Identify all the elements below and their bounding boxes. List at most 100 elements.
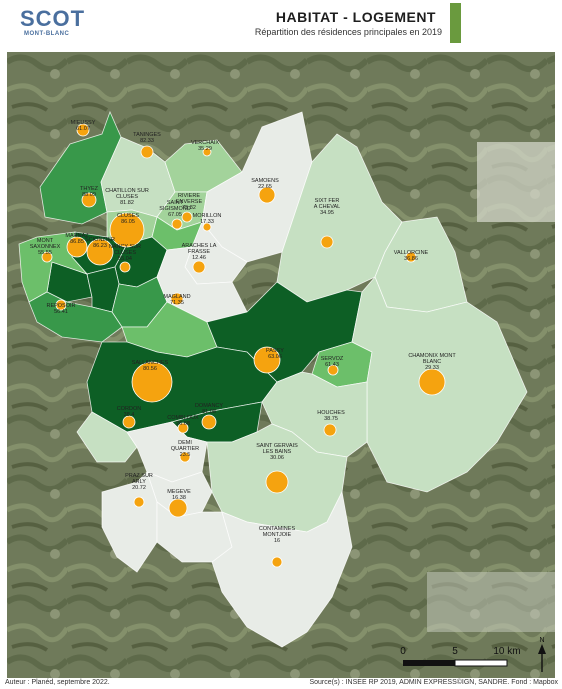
logo-subtitle: MONT-BLANC	[24, 31, 70, 37]
bubble-morillon[interactable]	[202, 222, 212, 232]
value-mont-saxonnex: 55.55	[38, 250, 52, 256]
bubble-magland[interactable]	[170, 292, 184, 306]
bubble-samoens[interactable]	[258, 186, 276, 204]
value-contamines-montjoie: 16	[274, 538, 280, 544]
bubble-saint-sigismond[interactable]	[171, 218, 183, 230]
scot-logo: SCOT MONT-BLANC	[14, 6, 94, 44]
bubble-sixt-fer-a-cheval[interactable]	[320, 235, 334, 249]
scale-bar: 0 5 10 km	[400, 646, 521, 667]
value-megeve: 16.38	[172, 495, 186, 501]
bubble-combloux[interactable]	[177, 422, 189, 434]
bubble-scionzier[interactable]	[86, 238, 114, 266]
bubble-vallorcine[interactable]	[405, 251, 417, 263]
bubbles-layer	[41, 123, 446, 568]
bubble-verchaix[interactable]	[202, 147, 212, 157]
value-magland: 71.35	[170, 300, 184, 306]
map-subtitle: Répartition des résidences principales e…	[254, 27, 442, 37]
scale-label-5: 5	[452, 646, 458, 657]
value-riviere-enverse: 75.82	[182, 205, 196, 211]
bubble-riviere-enverse[interactable]	[181, 211, 193, 223]
value-mieussy: 61.07	[76, 126, 90, 132]
bubble-saint-gervais-les-bains[interactable]	[265, 470, 289, 494]
value-taninges: 82.33	[140, 138, 154, 144]
commune-reposoir[interactable]	[28, 291, 123, 343]
footer-author: Auteur : Planéd, septembre 2022.	[5, 679, 110, 686]
value-sixt-fer-a-cheval: 34.95	[320, 210, 334, 216]
bubble-reposoir[interactable]	[55, 299, 67, 311]
bubble-passy[interactable]	[253, 346, 281, 374]
value-verchaix: 35.29	[198, 146, 212, 152]
value-domancy: 81.08	[202, 409, 216, 415]
scale-label-10: 10 km	[493, 646, 520, 657]
bubble-demi-quartier[interactable]	[179, 451, 191, 463]
bubble-megeve[interactable]	[168, 498, 188, 518]
scale-label-0: 0	[400, 646, 406, 657]
value-demi-quartier: 23.5	[180, 452, 191, 458]
bubble-praz-sur-arly[interactable]	[133, 496, 145, 508]
map-title: HABITAT - LOGEMENT	[275, 9, 436, 25]
commune-contamines-montjoie[interactable]	[211, 490, 353, 648]
bubble-cluses[interactable]	[109, 212, 145, 248]
value-vallorcine: 36.86	[404, 256, 418, 262]
value-nancy-sur-cluses: 55.04	[118, 256, 132, 262]
communes-layer	[18, 110, 528, 648]
bubble-thyez[interactable]	[81, 192, 97, 208]
snow-patch-east	[477, 142, 555, 222]
bubble-chamonix-mont-blanc[interactable]	[418, 368, 446, 396]
north-arrow-icon: N	[538, 637, 546, 672]
bubble-houches[interactable]	[323, 423, 337, 437]
bubble-contamines-montjoie[interactable]	[271, 556, 283, 568]
value-passy: 63.06	[268, 354, 282, 360]
bubble-marnaz[interactable]	[66, 236, 88, 258]
bubble-cordon[interactable]	[122, 415, 136, 429]
bubble-araches-la-frasse[interactable]	[192, 260, 206, 274]
value-cluses: 86.05	[121, 219, 135, 225]
value-chatillon-sur-cluses: 81.82	[120, 200, 134, 206]
commune-houches[interactable]	[261, 371, 368, 458]
bubble-taninges[interactable]	[140, 145, 154, 159]
bubble-mont-saxonnex[interactable]	[41, 251, 53, 263]
bubble-servoz[interactable]	[327, 364, 339, 376]
value-combloux: 26.68	[176, 421, 190, 427]
value-thyez: 88.09	[82, 192, 96, 198]
scale-segment-1	[403, 660, 455, 666]
bubble-mieussy[interactable]	[76, 123, 90, 137]
bubble-domancy[interactable]	[201, 414, 217, 430]
value-cordon: 38.4	[124, 412, 135, 418]
bubble-sallanches[interactable]	[131, 361, 173, 403]
footer-sources: Source(s) : INSEE RP 2019, ADMIN EXPRESS…	[309, 679, 558, 686]
north-label: N	[539, 637, 544, 644]
value-sallanches: 80.56	[143, 366, 157, 372]
value-saint-gervais-les-bains: 30.06	[270, 455, 284, 461]
bubble-nancy-sur-cluses[interactable]	[119, 261, 131, 273]
